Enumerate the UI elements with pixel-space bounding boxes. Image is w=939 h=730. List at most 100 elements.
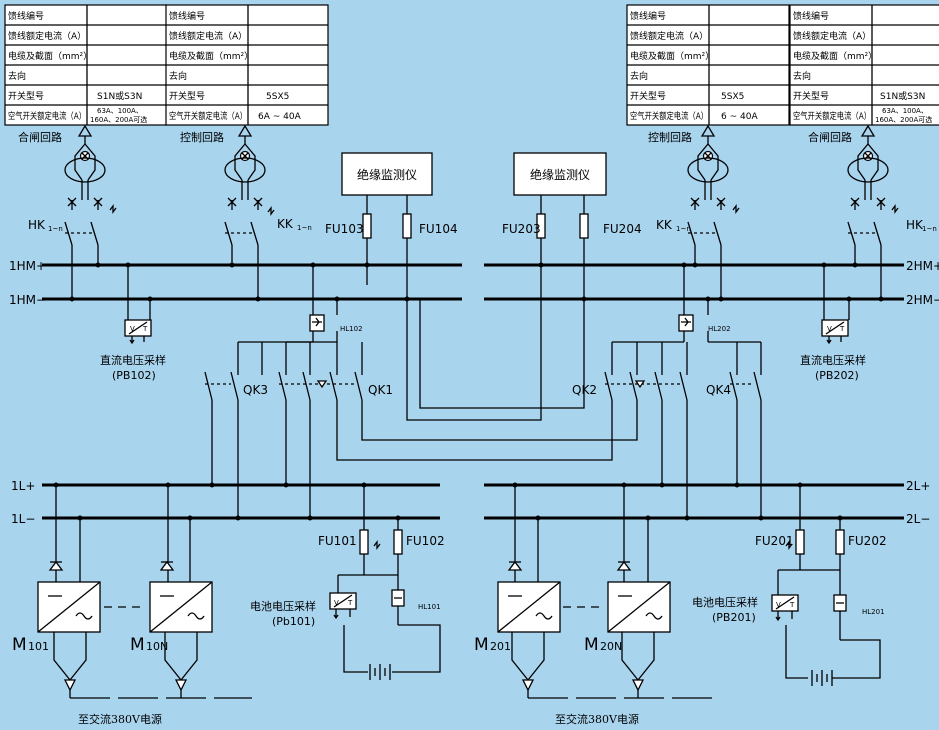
breaker-current-value: 6 ~ 40A [721, 112, 758, 122]
ac-source-label-right: 至交流380V电源 [555, 712, 639, 726]
bus-1l-pos-label: 1L+ [11, 479, 35, 493]
m101-label-main: M [12, 635, 27, 655]
switch-model-value: 5SX5 [266, 92, 289, 102]
row-cable-section: 电缆及截面（mm²） [169, 50, 253, 62]
pb101-v-letter: V [334, 599, 339, 607]
battery-icon-left [369, 664, 391, 680]
hl102-indicator [309, 265, 338, 342]
hm-bus-junctions [69, 262, 884, 302]
pb101-label: (Pb101) [272, 615, 315, 628]
row-destination: 去向 [169, 70, 187, 82]
kk-label-left: KK [277, 217, 294, 231]
breaker-current-value-line2: 160A、200A可选 [90, 115, 147, 124]
control-circuit-label-right: 控制回路 [648, 130, 692, 144]
row-rated-current: 馈线额定电流（A） [169, 30, 247, 42]
pb101-t-letter: T [347, 599, 353, 607]
row-rated-current: 馈线额定电流（A） [630, 30, 708, 42]
breaker-current-value-line1: 63A、100A、 [882, 107, 928, 115]
feeder-table-2: 馈线编号 馈线额定电流（A） 电缆及截面（mm²） 去向 开关型号 空气开关额定… [165, 4, 329, 126]
rectifier-module-m101 [37, 485, 101, 698]
insulation-monitor-label-left: 绝缘监测仪 [357, 167, 417, 182]
pb102-v-letter: V [130, 325, 135, 333]
rectifier-module-m20n [607, 485, 671, 698]
closing-circuit-label-left: 合闸回路 [18, 130, 62, 144]
row-breaker-current: 空气开关额定电流（A） [793, 110, 871, 122]
row-cable-section: 电缆及截面（mm²） [793, 50, 877, 62]
fu202-label: FU202 [848, 534, 887, 548]
qk1-label: QK1 [368, 383, 393, 397]
pb102-label: (PB102) [112, 369, 156, 382]
bus-2l-pos-label: 2L+ [906, 479, 930, 493]
bus-2hm-neg-label: 2HM− [906, 293, 939, 307]
bus-1hm-pos-label: 1HM+ [9, 259, 46, 273]
l-bus-junctions [53, 482, 843, 521]
hk-label-right: HK [906, 218, 924, 232]
row-breaker-current: 空气开关额定电流（A） [8, 110, 86, 122]
feeder-symbol-closing-right [847, 125, 889, 201]
qk4-label: QK4 [706, 383, 731, 397]
fu101-label: FU101 [318, 534, 357, 548]
breaker-current-value-line2: 160A、200A可选 [875, 115, 932, 124]
kk-sub-left: 1~n [297, 224, 312, 232]
control-circuit-label-left: 控制回路 [180, 130, 224, 144]
insulation-monitor-left: 绝缘监测仪 [341, 152, 433, 299]
row-feeder-no: 馈线编号 [793, 10, 829, 22]
feeder-symbol-closing-left [64, 125, 106, 201]
row-cable-section: 电缆及截面（mm²） [630, 50, 714, 62]
insulation-monitor-label-right: 绝缘监测仪 [530, 167, 590, 182]
fu103-label: FU103 [325, 222, 364, 236]
hl101-label: HL101 [418, 603, 441, 611]
m201-label-sub: 201 [490, 640, 511, 653]
row-feeder-no: 馈线编号 [169, 10, 205, 22]
hl201-label: HL201 [862, 608, 885, 616]
switch-model-value: S1N或S3N [880, 90, 925, 102]
m20n-label-main: M [584, 635, 599, 655]
feeder-table-1: 馈线编号 馈线额定电流（A） 电缆及截面（mm²） 去向 开关型号 空气开关额定… [4, 4, 168, 126]
qk2-label: QK2 [572, 383, 597, 397]
pb202-v-letter: V [827, 325, 832, 333]
m201-label-main: M [474, 635, 489, 655]
kk-switch-right [687, 197, 740, 299]
m20n-label-sub: 20N [600, 640, 622, 653]
row-switch-model: 开关型号 [169, 90, 205, 102]
breaker-current-value-line1: 63A、100A、 [97, 107, 143, 115]
row-destination: 去向 [793, 70, 811, 82]
row-feeder-no: 馈线编号 [630, 10, 666, 22]
ac-source-label-left: 至交流380V电源 [78, 712, 162, 726]
fu203-label: FU203 [502, 222, 541, 236]
row-breaker-current: 空气开关额定电流（A） [630, 110, 708, 122]
breaker-current-value: 6A ~ 40A [258, 112, 302, 122]
battery-voltage-sampling-label-right: 电池电压采样 [692, 595, 758, 609]
rectifier-module-m10n [149, 485, 213, 698]
row-destination: 去向 [630, 70, 648, 82]
hl202-indicator [678, 265, 709, 342]
hk-label-left: HK [28, 218, 46, 232]
battery-branch-right [771, 485, 881, 686]
row-switch-model: 开关型号 [630, 90, 666, 102]
pb102-t-letter: T [142, 325, 148, 333]
pb202-t-letter: T [839, 325, 845, 333]
closing-circuit-label-right: 合闸回路 [808, 130, 852, 144]
battery-icon-right [811, 670, 833, 686]
qk-switching-network [204, 265, 762, 518]
hk-sub-left: 1~n [48, 225, 63, 233]
kk-label-right: KK [656, 218, 673, 232]
row-destination: 去向 [8, 70, 26, 82]
bus-1hm-neg-label: 1HM− [9, 293, 46, 307]
dc-voltage-sampler-right [821, 265, 850, 345]
fu104-label: FU104 [419, 222, 458, 236]
battery-branch-left [329, 485, 441, 680]
pb202-label: (PB202) [815, 369, 859, 382]
row-rated-current: 馈线额定电流（A） [793, 30, 871, 42]
hk-sub-right: 1~n [922, 225, 937, 233]
bus-2hm-pos-label: 2HM+ [906, 259, 939, 273]
pb201-t-letter: T [789, 601, 795, 609]
rectifier-module-m201 [497, 485, 561, 698]
dc-voltage-sampling-label-left: 直流电压采样 [100, 353, 166, 367]
dc-voltage-sampling-label-right: 直流电压采样 [800, 353, 866, 367]
row-switch-model: 开关型号 [793, 90, 829, 102]
feeder-symbol-control-left [224, 125, 266, 201]
bus-1l-neg-label: 1L− [11, 512, 35, 526]
switch-model-value: S1N或S3N [97, 90, 142, 102]
